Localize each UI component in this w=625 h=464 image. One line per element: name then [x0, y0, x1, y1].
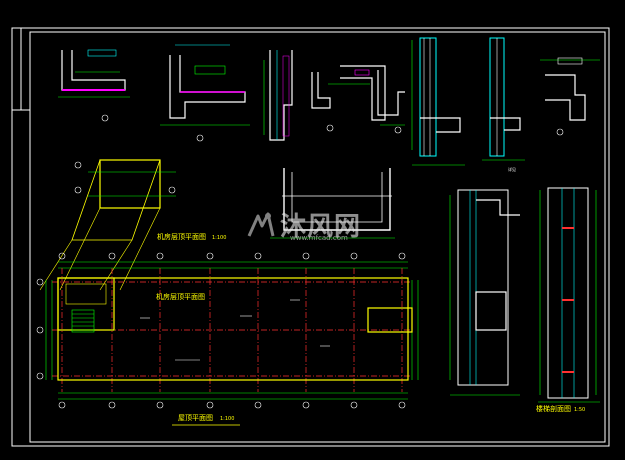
detail-6: [411, 37, 465, 166]
stair-section-scale: 1:50: [574, 407, 586, 413]
roof-plan-dimensions: [45, 261, 419, 400]
detail-1: [58, 49, 130, 122]
slope-marks: [140, 299, 330, 361]
detail-5: [377, 70, 405, 134]
stair-section-title: 楼梯剖面图: [536, 405, 571, 413]
roof-plan: [36, 252, 419, 426]
detail-8: [540, 57, 600, 136]
roof-plan-title: 屋顶平面图: [178, 414, 213, 422]
detail-4: [311, 65, 386, 132]
detail-2: [160, 44, 250, 142]
stair-hatch: [71, 309, 95, 333]
axis-bubbles: [36, 252, 406, 409]
stair-section-left: [449, 189, 520, 396]
detail-3: [263, 50, 293, 141]
machine-room-plan-scale: 1:100: [212, 235, 227, 241]
roof-plan-axes: [52, 268, 412, 392]
stair-section-right: [538, 187, 600, 403]
watermark: 沐风网: [246, 206, 361, 243]
machine-room-plan-title: 机房层顶平面图: [157, 233, 206, 241]
watermark-url: www.mfcad.com: [290, 234, 348, 242]
sheet-frame: [11, 27, 610, 447]
detail-7: [482, 37, 525, 161]
water-tank-detail: [270, 168, 395, 239]
detail-note: 详见: [508, 167, 516, 172]
machine-room-plan: [39, 159, 176, 291]
watermark-logo-icon: [246, 210, 276, 240]
watermark-text: 沐风网: [280, 212, 362, 242]
roof-plan-scale: 1:100: [220, 416, 235, 422]
machine-room-plan-inner-label: 机房层顶平面图: [156, 293, 205, 301]
